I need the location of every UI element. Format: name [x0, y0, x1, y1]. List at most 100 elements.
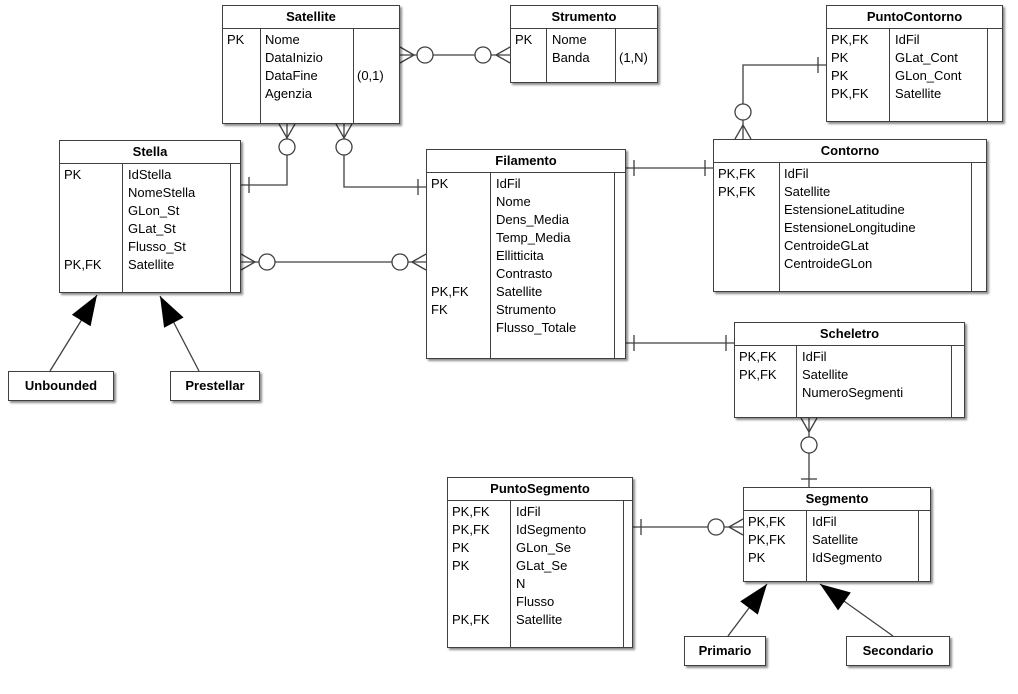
attribute-cell: Strumento: [496, 302, 556, 317]
attribute-cell: GLat_Se: [516, 558, 568, 573]
key-cell: [431, 211, 469, 229]
key-cell: PK,FK: [739, 367, 777, 382]
crowsfoot-marker: [800, 417, 810, 433]
key-cell: PK,FK: [739, 349, 777, 364]
subtype-unbounded[interactable]: Unbounded: [8, 371, 114, 401]
key-cell: [431, 193, 469, 211]
crowsfoot-marker: [808, 417, 818, 433]
attribute-cell: Satellite: [895, 86, 942, 101]
optional-marker: [800, 436, 818, 454]
attribute-cell: N: [516, 576, 526, 591]
key-cell: [718, 255, 756, 273]
key-cell: PK,FK: [64, 257, 102, 272]
key-cell: PK: [452, 558, 470, 573]
attribute-cell: Satellite: [516, 612, 563, 627]
attribute-cell: IdSegmento: [516, 522, 587, 537]
entity-title: Satellite: [223, 6, 399, 29]
key-cell: [64, 184, 102, 202]
key-cell: PK,FK: [748, 514, 786, 529]
optional-marker: [416, 46, 434, 64]
subtype-prestellar[interactable]: Prestellar: [170, 371, 260, 401]
attribute-cell: EstensioneLongitudine: [784, 220, 916, 235]
attribute-cell: Flusso_Totale: [496, 320, 577, 335]
attribute-cell: Satellite: [496, 284, 543, 299]
key-cell: [431, 319, 469, 337]
crowsfoot-marker: [399, 46, 415, 56]
subtype-arrow-prestellar-arrowhead: [160, 296, 184, 328]
key-cell: FK: [431, 302, 448, 317]
attribute-cell: Dens_Media: [496, 212, 569, 227]
cardinality-cell: [357, 31, 384, 49]
subtype-arrow-secondario-arrowhead: [820, 584, 851, 611]
key-column: PK,FK PK,FK: [718, 165, 756, 273]
key-cell: [452, 575, 490, 593]
entity-title: PuntoSegmento: [448, 478, 632, 501]
attribute-cell: Satellite: [784, 184, 831, 199]
crowsfoot-marker: [411, 253, 427, 263]
optional-marker: [707, 518, 725, 536]
attribute-cell: Nome: [265, 32, 300, 47]
key-cell: [64, 202, 102, 220]
attribute-cell: Ellitticita: [496, 248, 544, 263]
attribute-cell: GLon_Cont: [895, 68, 962, 83]
crowsfoot-marker: [240, 253, 256, 263]
key-cell: [718, 237, 756, 255]
crowsfoot-marker: [728, 526, 744, 536]
key-cell: PK,FK: [718, 184, 756, 199]
attribute-cell: Flusso_St: [128, 239, 186, 254]
crowsfoot-marker: [742, 124, 752, 140]
cardinality-cell: [357, 85, 384, 103]
optional-marker: [391, 253, 409, 271]
crowsfoot-marker: [240, 261, 256, 271]
key-cell: [431, 247, 469, 265]
key-cell: [739, 384, 777, 402]
crowsfoot-marker: [495, 54, 511, 64]
attribute-cell: GLon_St: [128, 203, 180, 218]
attribute-cell: IdSegmento: [812, 550, 883, 565]
key-column: PK,FK PK,FK: [739, 348, 777, 402]
attribute-cell: IdFil: [516, 504, 541, 519]
attribute-cell: Contrasto: [496, 266, 553, 281]
key-cell: PK,FK: [718, 166, 756, 181]
key-cell: [452, 593, 490, 611]
key-cell: PK,FK: [452, 522, 490, 537]
subtype-primario[interactable]: Primario: [684, 636, 766, 666]
key-cell: PK,FK: [831, 32, 869, 47]
cardinality-cell: [619, 31, 648, 49]
entity-title: Contorno: [714, 140, 986, 163]
subtype-arrow-primario-arrowhead: [740, 584, 767, 615]
cardinality-column: (0,1): [357, 31, 384, 103]
key-cell: PK,FK: [452, 504, 490, 519]
key-cell: PK: [831, 68, 849, 83]
crowsfoot-marker: [495, 46, 511, 56]
crowsfoot-marker: [399, 54, 415, 64]
key-cell: [431, 265, 469, 283]
optional-marker: [474, 46, 492, 64]
attribute-cell: NumeroSegmenti: [802, 385, 904, 400]
subtype-secondario[interactable]: Secondario: [846, 636, 950, 666]
attribute-cell: IdFil: [784, 166, 809, 181]
attribute-cell: Nome: [496, 194, 531, 209]
cardinality-cell: (0,1): [357, 68, 384, 83]
key-cell: [64, 220, 102, 238]
key-cell: PK: [431, 176, 449, 191]
crowsfoot-marker: [278, 123, 288, 139]
